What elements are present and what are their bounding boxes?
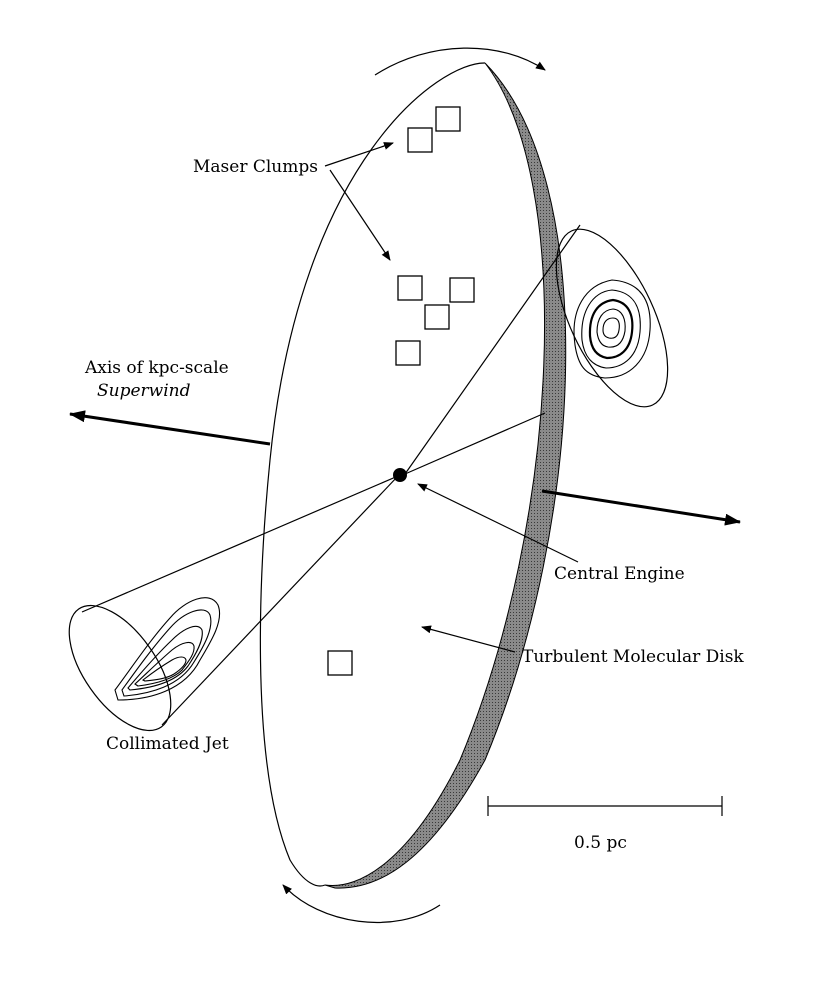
rotation-arrow-bottom [282,884,441,923]
rotation-arrow-top [374,47,546,76]
superwind-arrow-left [69,410,271,446]
maser-clump [435,106,461,132]
lower-jet-cone [68,475,399,732]
maser-pointer-upper [324,142,394,167]
label-central-engine: Central Engine [554,564,685,584]
maser-clump [395,340,421,366]
label-collimated-jet: Collimated Jet [106,734,229,754]
upper-jet-contours [573,279,651,379]
disk-face-outline [259,62,486,887]
label-superwind-line2: Superwind [97,381,191,401]
lower-jet-contours [114,597,220,701]
maser-clumps-group [327,106,475,676]
maser-clump [449,277,475,303]
central-engine-pointer [417,483,579,563]
maser-clump [424,304,450,330]
maser-clump [327,650,353,676]
label-molecular-disk: Turbulent Molecular Disk [522,647,744,667]
superwind-arrow-right [541,489,741,526]
label-superwind-line1: Axis of kpc-scale [84,358,229,378]
maser-clump [407,127,433,153]
maser-clump [397,275,423,301]
label-scale-bar: 0.5 pc [574,833,627,853]
label-maser-clumps: Maser Clumps [193,157,318,177]
upper-jet-cone [404,224,669,475]
maser-pointer-lower [329,169,391,261]
scale-bar [487,796,723,816]
central-engine-dot [393,468,407,482]
disk-edge-shading [324,62,567,889]
molecular-disk-pointer [421,625,516,653]
